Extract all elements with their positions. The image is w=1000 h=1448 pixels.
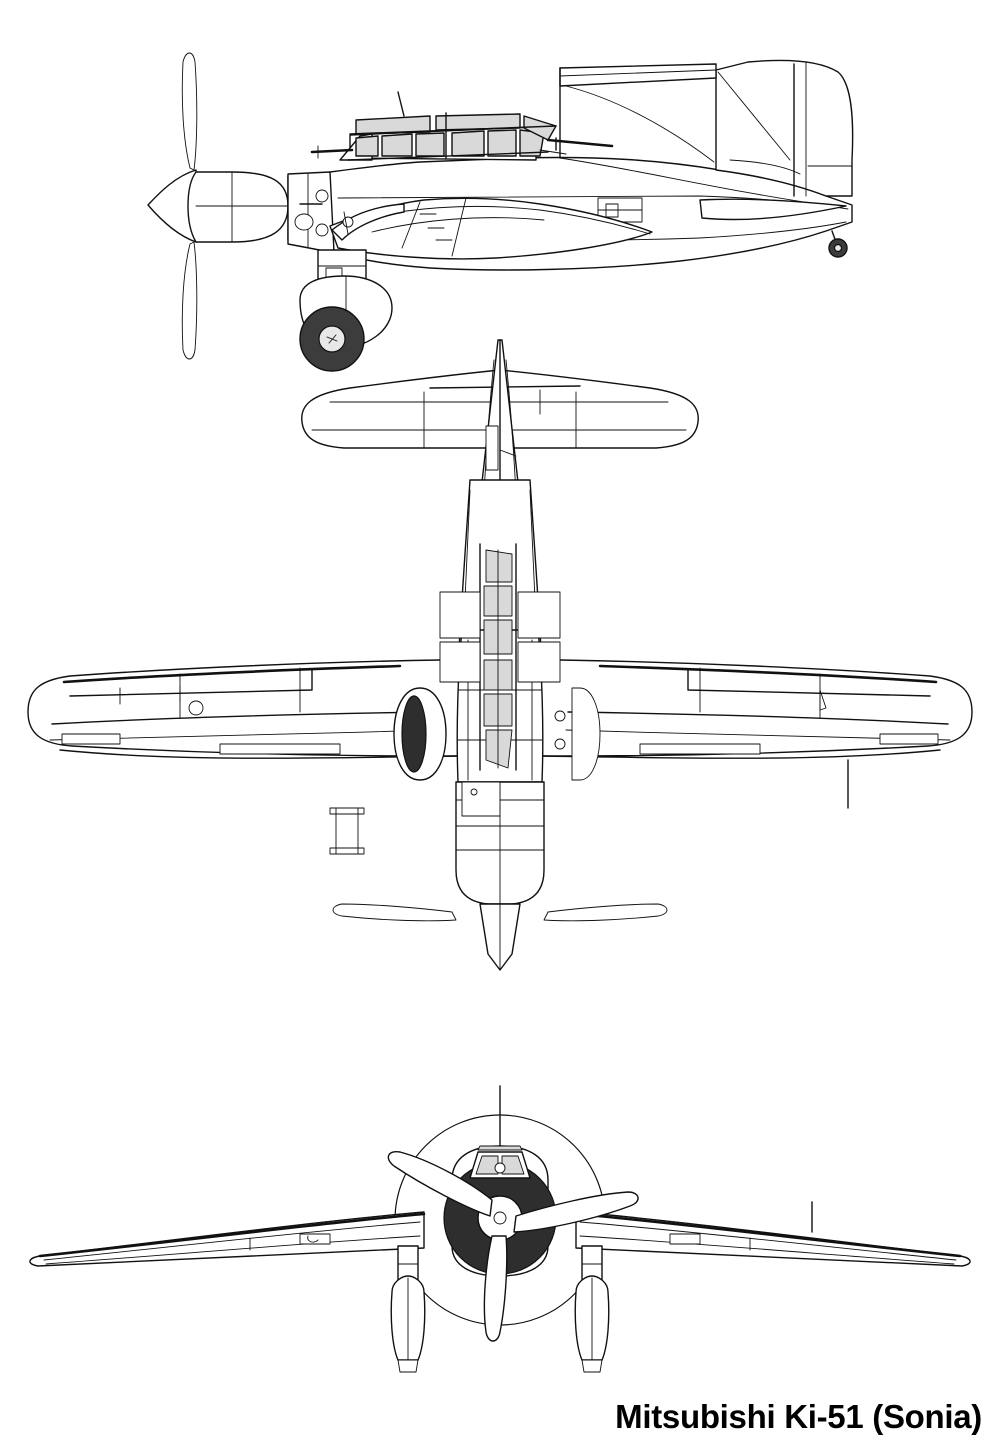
cowl-fastener bbox=[315, 189, 329, 203]
wing-root-fairing-side bbox=[331, 203, 405, 241]
propeller-blade-plan-starboard bbox=[543, 903, 668, 922]
wing-side bbox=[329, 197, 653, 260]
wing-double-bar-marking bbox=[329, 807, 365, 855]
starboard-wheel-front bbox=[581, 1359, 603, 1373]
tailplane-port-plan bbox=[301, 369, 501, 449]
windscreen-pane-port-front bbox=[475, 1155, 499, 1175]
fairing-port bbox=[342, 216, 354, 228]
propeller-blade-3-front bbox=[483, 1235, 508, 1342]
propeller-blade-2-front bbox=[513, 1191, 639, 1233]
tailplane-starboard-plan bbox=[499, 369, 699, 449]
starboard-decking-plan bbox=[517, 591, 561, 639]
rudder-hinge-plan bbox=[485, 425, 499, 471]
starboard-wheel-spat-plan bbox=[571, 687, 601, 781]
cowl-fastener-2 bbox=[315, 223, 329, 237]
spinner-cap-front bbox=[493, 1211, 507, 1225]
gunsight-front bbox=[494, 1162, 506, 1174]
starboard-inner-flap bbox=[639, 743, 761, 755]
wing-inspection-port-plan bbox=[188, 700, 204, 716]
starboard-decking-2-plan bbox=[517, 641, 561, 683]
wing-panel-lines-side bbox=[401, 197, 467, 257]
plan-view bbox=[27, 339, 973, 971]
side-elevation-view bbox=[147, 52, 854, 372]
propeller-front bbox=[387, 1151, 639, 1342]
port-wheel-front bbox=[397, 1359, 419, 1373]
fuselage-port-2-plan bbox=[554, 738, 566, 750]
forward-gun-side bbox=[310, 145, 354, 159]
starboard-flap-panel bbox=[879, 733, 939, 745]
cowl-panel-plan bbox=[461, 781, 501, 817]
tailplane-side bbox=[699, 198, 847, 221]
engine-cowling-side bbox=[187, 171, 289, 243]
starboard-landing-gear-front[interactable] bbox=[574, 1245, 610, 1373]
spinner-side bbox=[147, 169, 197, 243]
port-inner-flap bbox=[219, 743, 341, 755]
cowl-fastener-plan bbox=[470, 788, 478, 796]
propeller-blade-1-front bbox=[387, 1151, 493, 1217]
starboard-wing-light-front bbox=[669, 1233, 701, 1245]
front-elevation-view bbox=[29, 1085, 971, 1373]
fuselage-port-plan bbox=[554, 710, 566, 722]
port-wing-front bbox=[29, 1211, 425, 1267]
canopy-top-front bbox=[477, 1145, 523, 1151]
tail-wheel-side bbox=[828, 230, 848, 258]
starboard-wing-front bbox=[575, 1211, 971, 1267]
port-wing-light-front bbox=[299, 1233, 331, 1245]
main-landing-gear-side[interactable] bbox=[299, 249, 393, 372]
exhaust-stub bbox=[294, 213, 314, 231]
antenna-mast-side bbox=[397, 91, 405, 117]
rear-gun-side bbox=[539, 137, 614, 155]
propeller-blade-plan-port bbox=[332, 903, 457, 922]
port-decking-plan bbox=[439, 591, 481, 639]
drawing-caption: Mitsubishi Ki-51 (Sonia) bbox=[615, 1398, 982, 1435]
canopy-glazing-plan bbox=[483, 549, 513, 769]
port-decking-2-plan bbox=[439, 641, 481, 683]
port-landing-gear-front[interactable] bbox=[390, 1245, 426, 1373]
port-spat-shadow-plan bbox=[401, 695, 427, 773]
vertical-fin-side bbox=[715, 59, 854, 197]
propeller-side bbox=[181, 52, 198, 360]
port-flap-panel bbox=[61, 733, 121, 745]
